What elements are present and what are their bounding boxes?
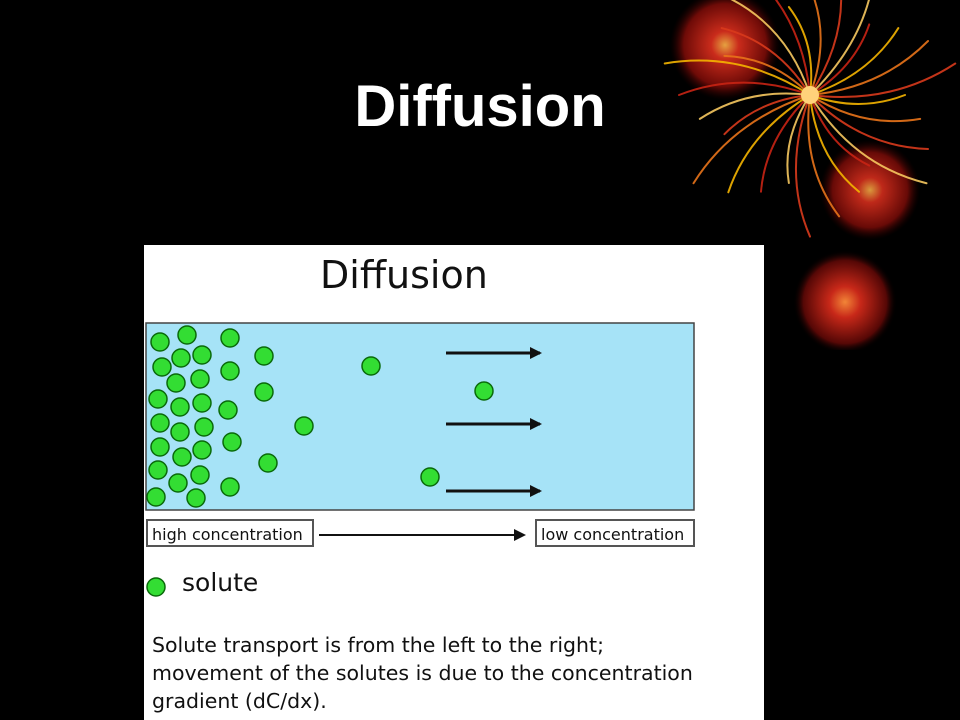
solute-particle (172, 447, 192, 467)
solute-particle (218, 400, 238, 420)
firework-ray (723, 54, 811, 96)
solute-particle (220, 477, 240, 497)
solution-container (145, 322, 695, 511)
solute-particle (474, 381, 494, 401)
solute-particle (177, 325, 197, 345)
firework-ray (809, 94, 871, 167)
solute-particle (150, 332, 170, 352)
solute-particle (152, 357, 172, 377)
firework-ray (809, 40, 930, 96)
solute-particle (186, 488, 206, 508)
solute-particle (294, 416, 314, 436)
firework-ray (663, 59, 811, 96)
firework-ray (809, 0, 870, 96)
solute-particle (166, 373, 186, 393)
firework-ray (692, 94, 811, 185)
firework-ray (809, 94, 922, 123)
firework-ray (759, 94, 811, 193)
legend-solute-label: solute (182, 568, 259, 597)
solute-particle (150, 437, 170, 457)
solute-particle (258, 453, 278, 473)
firework-ray (809, 0, 843, 96)
firework-ray (809, 27, 900, 96)
low-concentration-label: low concentration (535, 519, 695, 547)
figure-title: Diffusion (320, 253, 488, 297)
solute-particle (170, 397, 190, 417)
solute-particle (194, 417, 214, 437)
firework-ray (698, 92, 811, 120)
firework-ray (774, 0, 811, 96)
solute-particle (146, 487, 166, 507)
firework-ray (809, 94, 928, 185)
figure-caption: Solute transport is from the left to the… (152, 631, 693, 715)
firework-ray (678, 81, 811, 96)
firework-ray (807, 94, 841, 218)
solute-particle (220, 361, 240, 381)
firework-ray (809, 94, 930, 150)
caption-line-3: gradient (dC/dx). (152, 689, 327, 713)
firework-decoration (663, 0, 957, 350)
solute-particle (150, 413, 170, 433)
caption-line-2: movement of the solutes is due to the co… (152, 661, 693, 685)
firework-ray (727, 94, 811, 194)
solute-particle (168, 473, 188, 493)
solute-particle (190, 465, 210, 485)
solute-particle (192, 440, 212, 460)
firework-ray (809, 0, 822, 96)
solute-particle (361, 356, 381, 376)
solute-particle (254, 382, 274, 402)
high-concentration-label: high concentration (146, 519, 314, 547)
firework-ray (723, 94, 811, 136)
solute-particle (420, 467, 440, 487)
diffusion-diagram (145, 322, 695, 597)
solute-particle (220, 328, 240, 348)
diffusion-figure: Diffusion high concentration low concent… (144, 245, 764, 720)
solute-particle (222, 432, 242, 452)
legend-solute-swatch (146, 577, 166, 597)
firework-ray (720, 27, 811, 96)
firework-ray (809, 94, 906, 105)
solute-particle (170, 422, 190, 442)
solute-particles (146, 325, 494, 508)
solute-particle (190, 369, 210, 389)
firework-ray (730, 0, 811, 96)
firework-ray (787, 6, 813, 96)
firework-ray (809, 62, 957, 98)
solute-particle (192, 345, 212, 365)
firework-ray (809, 23, 871, 96)
firework-ray (795, 94, 811, 238)
solute-particle (148, 460, 168, 480)
solute-particle (171, 348, 191, 368)
slide-title: Diffusion (354, 74, 606, 139)
solute-particle (254, 346, 274, 366)
firework-ray (786, 94, 811, 184)
caption-line-1: Solute transport is from the left to the… (152, 633, 604, 657)
solute-particle (148, 389, 168, 409)
firework-ray (809, 94, 861, 193)
solute-particle (192, 393, 212, 413)
